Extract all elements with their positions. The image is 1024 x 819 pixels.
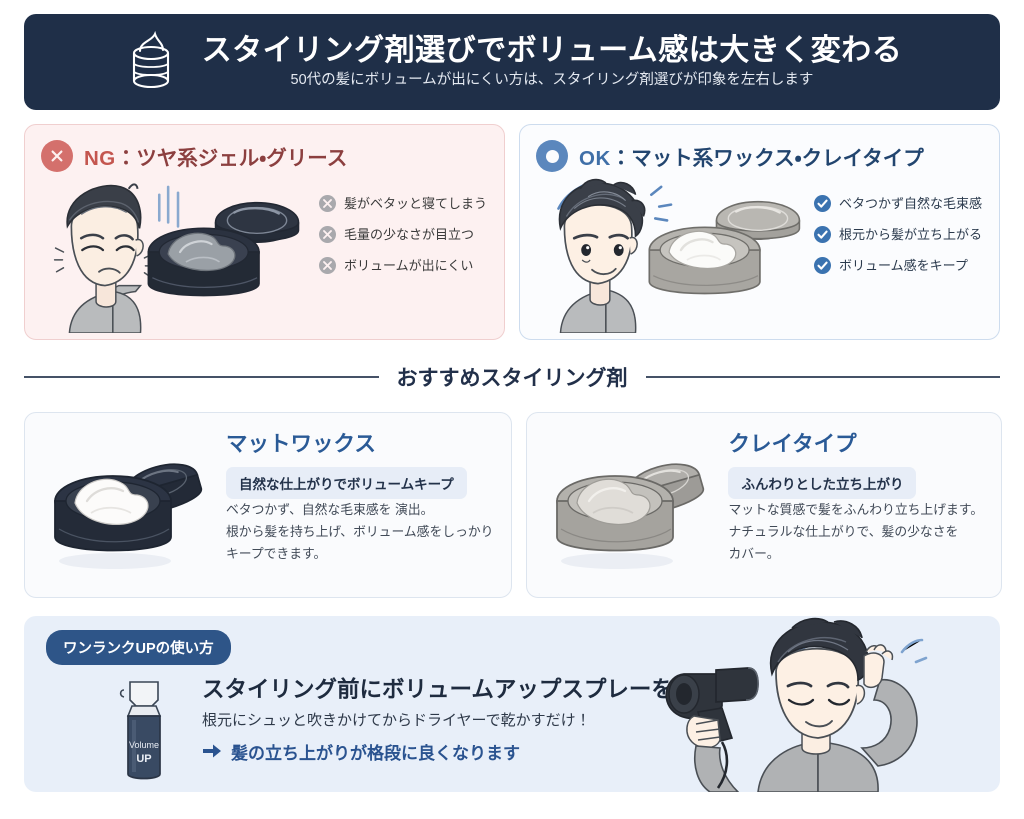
list-item-label: ボリューム感をキープ [839,258,968,273]
ok-card-header: OK：マット系ワックス・クレイタイプ [536,139,983,173]
ok-card: OK：マット系ワックス・クレイタイプ [519,124,1000,340]
target-circle-inner [545,149,559,163]
tip-heading: スタイリング前にボリュームアップスプレーを [202,677,674,702]
navy-matte-wax-jar-illustration [35,429,220,587]
tip-arrow-row: 髪の立ち上がりが格段に良くなります [202,743,674,764]
ok-kind-label: OK [579,147,611,170]
infographic-page: スタイリング剤選びでボリューム感は大きく変わる 50代の髪にボリュームが出にくい… [0,14,1024,819]
x-circle-small-icon [319,257,336,274]
ng-card-body: 髪がベタッと寝てしまう 毛量の少なさが目立つ ボリュームが出にくい [41,175,488,337]
product-desc-line: カバー。 [728,545,780,561]
man-blow-drying-hair-illustration [652,616,992,792]
list-item-label: ベタつかず自然な毛束感 [839,196,983,211]
ok-title-text: マット系ワックス・クレイタイプ [631,147,924,170]
styling-wax-jar-icon [122,30,180,93]
list-item-label: 毛量の少なさが目立つ [344,227,475,242]
check-circle-icon [814,195,831,212]
product-badge: ふんわりとした立ち上がり [728,466,917,499]
tip-section: ワンランクUPの使い方 Volume UP スタイリング前にボリュームアップスプ… [24,616,1000,792]
bottle-label-line2: UP [136,753,151,765]
header-banner: スタイリング剤選びでボリューム感は大きく変わる 50代の髪にボリュームが出にくい… [24,14,1000,110]
product-desc-line: キープできます。 [226,545,327,561]
product-name: クレイタイプ [728,432,857,456]
list-item-label: 根元から髪が立ち上がる [839,227,983,242]
ng-title-text: ツヤ系ジェル・グリース [136,147,348,170]
ok-card-body: ベタつかず自然な毛束感 根元から髪が立ち上がる ボリューム感をキープ [536,175,983,337]
divider-line-right [645,376,1000,378]
product-card-matte-wax: マットワックス 自然な仕上がりでボリュームキープ ベタつかず、自然な毛束感を 演… [24,412,513,598]
tip-arrow-label: 髪の立ち上がりが格段に良くなります [231,744,520,764]
product-desc-line: 根から髪を持ち上げ、ボリューム感をしっかり [226,523,494,539]
list-item: ボリューム感をキープ [814,257,982,274]
right-arrow-icon [202,743,222,764]
list-item-label: ボリュームが出にくい [344,258,474,273]
ng-bullet-list: 髪がベタッと寝てしまう 毛量の少なさが目立つ ボリュームが出にくい [319,175,487,274]
ng-card: NG：ツヤ系ジェル・グリース [24,124,505,340]
volume-up-spray-bottle-icon: Volume UP [106,676,182,784]
section-divider: おすすめスタイリング剤 [24,362,1000,392]
list-item-label: 髪がベタッと寝てしまう [344,196,488,211]
list-item: ボリュームが出にくい [319,257,487,274]
bottle-label-line1: Volume [129,740,159,750]
list-item: 髪がベタッと寝てしまう [319,195,487,212]
product-card-clay-type: クレイタイプ ふんわりとした立ち上がり マットな質感で髪をふんわり立ち上げます。… [526,412,1003,598]
page-title: スタイリング剤選びでボリューム感は大きく変わる [201,34,903,68]
product-name: マットワックス [226,432,376,456]
product-info-matte-wax: マットワックス 自然な仕上がりでボリュームキープ ベタつかず、自然な毛束感を 演… [226,429,493,565]
tip-subtext: 根元にシュッと吹きかけてからドライヤーで乾かすだけ！ [202,711,591,729]
ok-bullet-list: ベタつかず自然な毛束感 根元から髪が立ち上がる ボリューム感をキープ [814,175,982,274]
check-circle-icon [814,257,831,274]
comparison-row: NG：ツヤ系ジェル・グリース [24,124,1000,340]
tip-badge: ワンランクUPの使い方 [46,630,231,665]
ng-kind-label: NG [84,147,116,170]
product-info-clay-type: クレイタイプ ふんわりとした立ち上がり マットな質感で髪をふんわり立ち上げます。… [728,429,983,565]
product-description: ベタつかず、自然な毛束感を 演出。 根から髪を持ち上げ、ボリューム感をしっかり … [226,499,493,565]
product-row: マットワックス 自然な仕上がりでボリュームキープ ベタつかず、自然な毛束感を 演… [24,412,1003,598]
divider-label: おすすめスタイリング剤 [396,367,628,390]
x-circle-small-icon [319,195,336,212]
product-desc-line: マットな質感で髪をふんわり立ち上げます。 [728,501,984,517]
list-item: 毛量の少なさが目立つ [319,226,487,243]
sad-man-flat-hair-with-gel-jar-illustration [41,175,319,338]
ng-card-title: NG：ツヤ系ジェル・グリース [84,141,347,171]
x-circle-small-icon [319,226,336,243]
product-badge: 自然な仕上がりでボリュームキープ [226,466,467,499]
check-circle-icon [814,226,831,243]
ng-card-header: NG：ツヤ系ジェル・グリース [41,139,488,173]
product-description: マットな質感で髪をふんわり立ち上げます。 ナチュラルな仕上がりで、髪の少なさを … [728,499,983,565]
page-subtitle: 50代の髪にボリュームが出にくい方は、スタイリング剤選びが印象を左右します [290,72,814,89]
smiling-man-volume-hair-with-matte-wax-jar-illustration [536,175,814,338]
tip-text-block: スタイリング前にボリュームアップスプレーを 根元にシュッと吹きかけてからドライヤ… [202,677,674,764]
target-circle-icon [536,140,568,172]
list-item: ベタつかず自然な毛束感 [814,195,982,212]
ng-separator: ： [115,147,137,170]
product-desc-line: ベタつかず、自然な毛束感を 演出。 [226,501,434,517]
x-circle-icon [41,140,73,172]
gray-clay-type-jar-illustration [537,429,722,587]
ok-card-title: OK：マット系ワックス・クレイタイプ [579,141,924,171]
divider-line-left [24,376,379,378]
list-item: 根元から髪が立ち上がる [814,226,982,243]
product-desc-line: ナチュラルな仕上がりで、髪の少なさを [728,523,959,539]
ok-separator: ： [610,147,632,170]
